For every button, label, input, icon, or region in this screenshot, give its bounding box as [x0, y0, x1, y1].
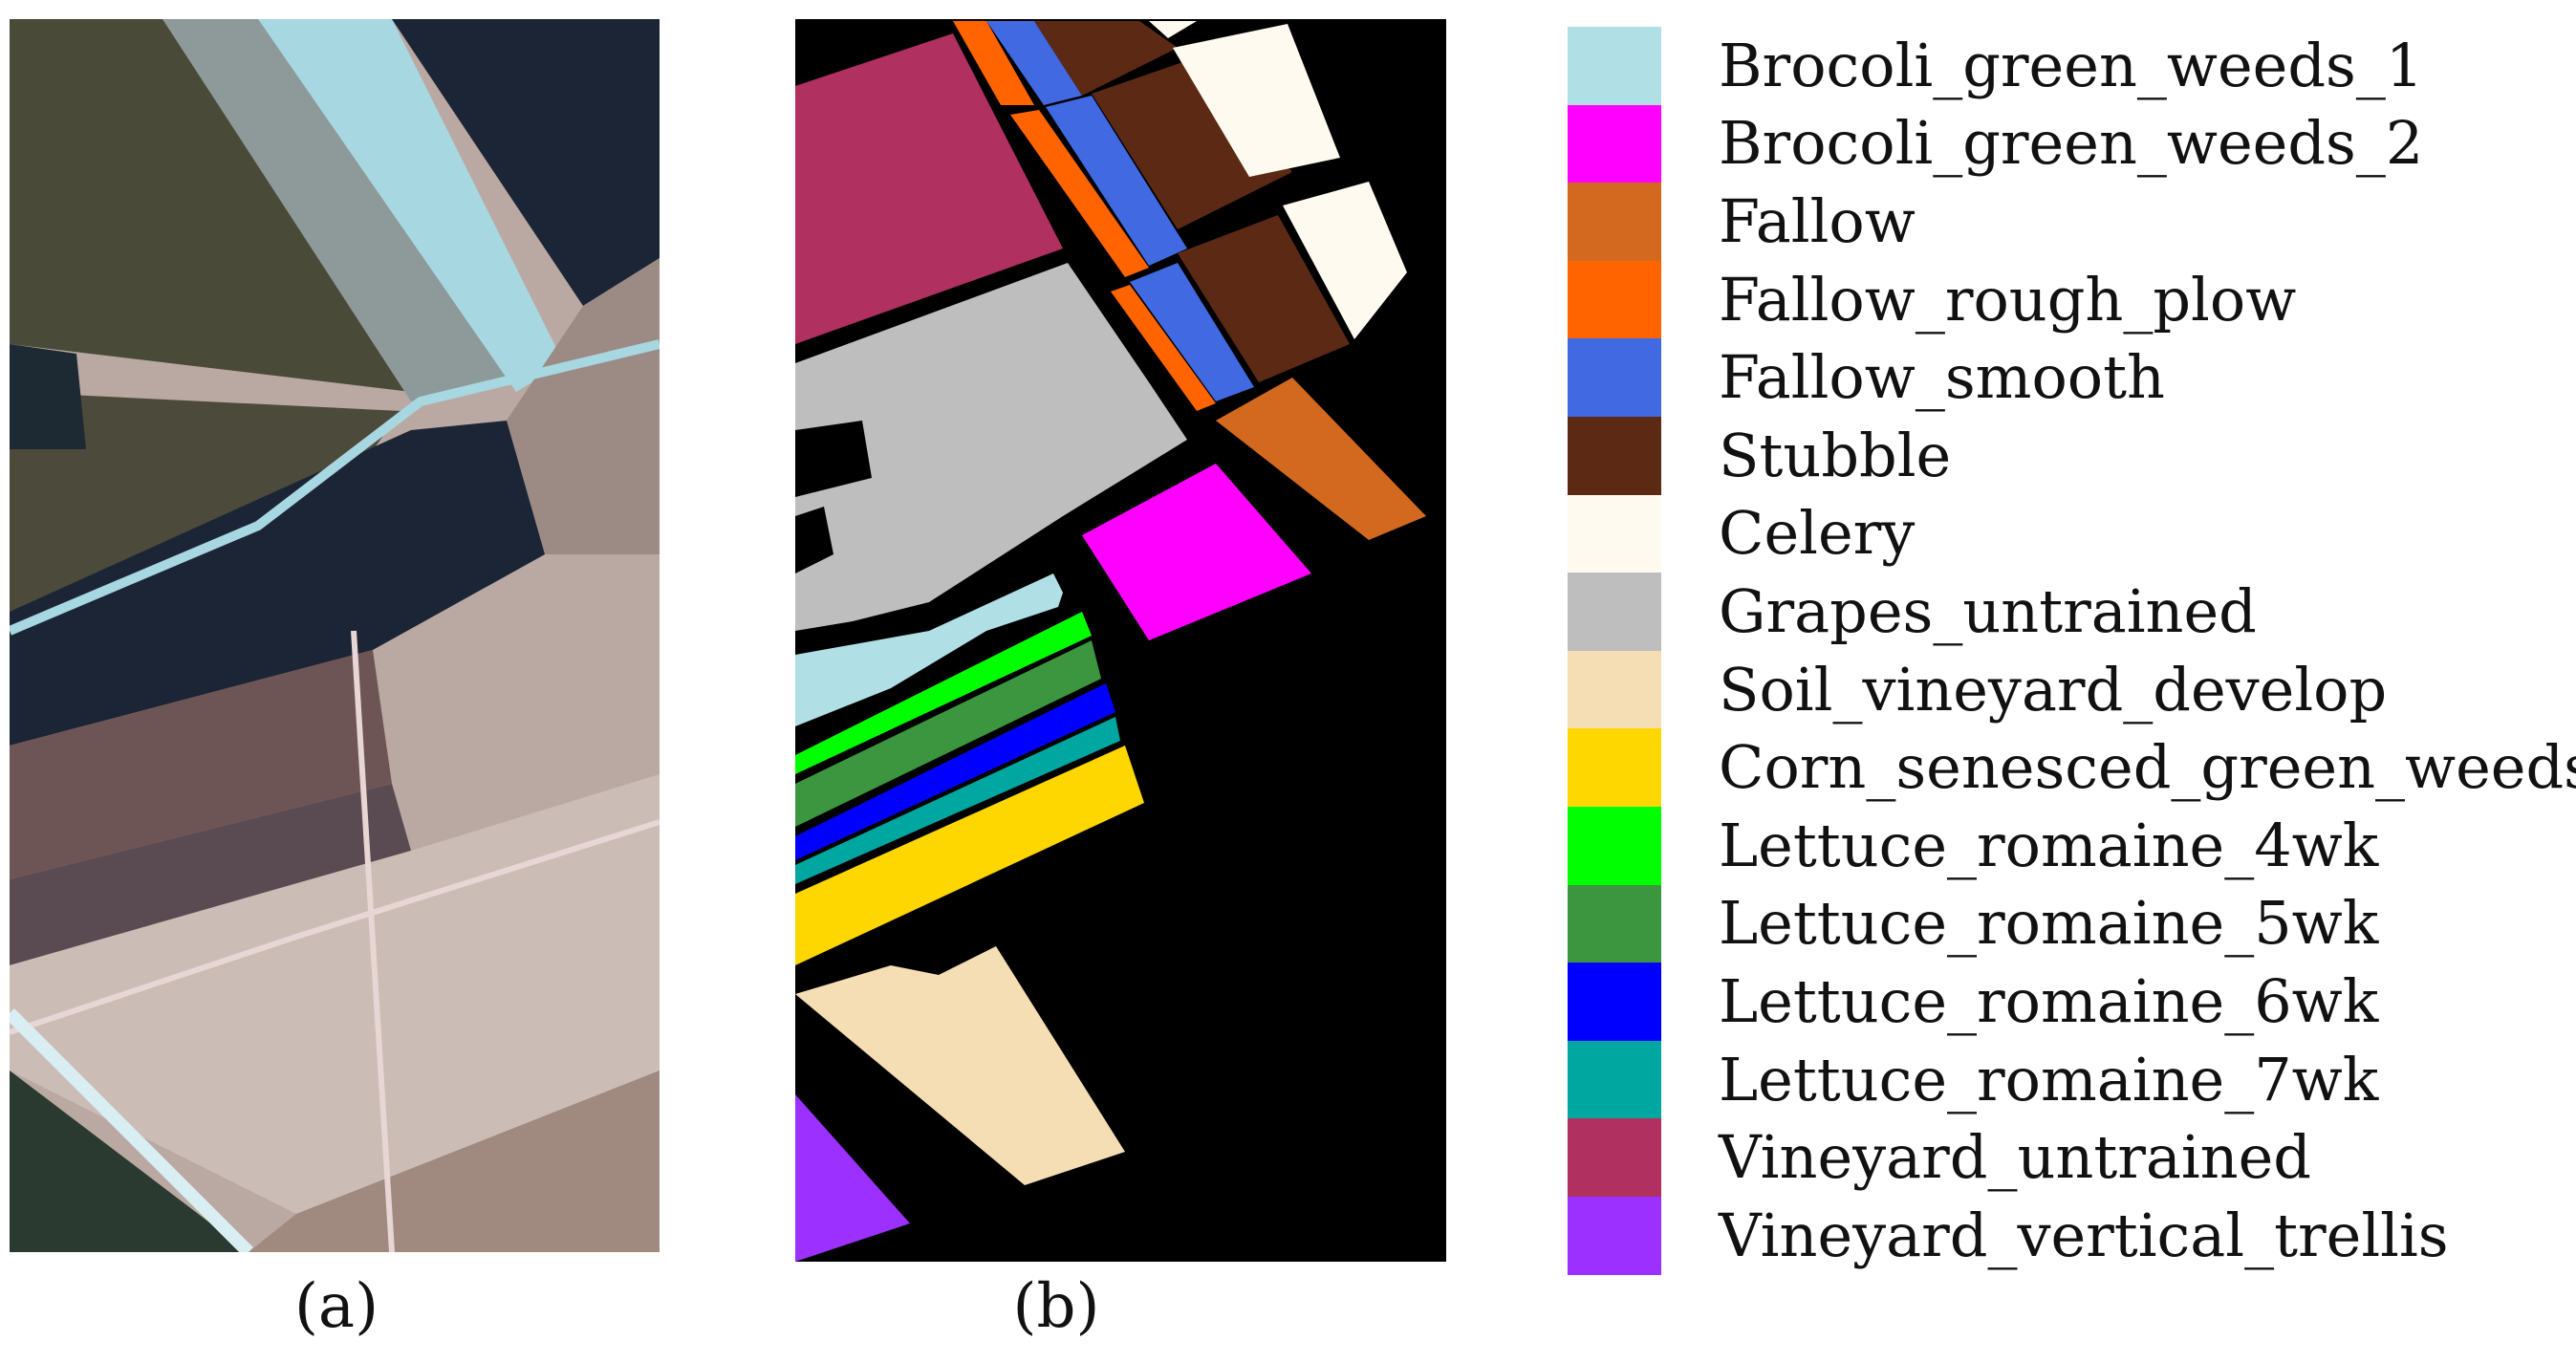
region-vineyard-untrained — [795, 33, 1063, 344]
legend-item: Lettuce_romaine_6wk — [1568, 963, 2576, 1041]
field-tan-right — [507, 258, 660, 554]
legend-swatch — [1568, 104, 1661, 184]
legend-label: Corn_senesced_green_weeds — [1719, 732, 2576, 803]
legend-label: Fallow_smooth — [1719, 342, 2165, 413]
region-fallow-rough-plow-2 — [1010, 110, 1149, 277]
legend-swatch — [1568, 494, 1661, 573]
legend-label: Stubble — [1719, 420, 1952, 490]
legend-item: Lettuce_romaine_5wk — [1568, 884, 2576, 963]
legend-item: Lettuce_romaine_7wk — [1568, 1040, 2576, 1119]
legend-item: Grapes_untrained — [1568, 573, 2576, 651]
legend-item: Lettuce_romaine_4wk — [1568, 806, 2576, 885]
field-dark-bottom-left — [10, 1071, 249, 1252]
region-brocoli-green-weeds-2 — [1082, 464, 1311, 640]
legend-item: Vineyard_untrained — [1568, 1118, 2576, 1197]
legend-swatch — [1568, 884, 1661, 963]
legend-swatch — [1568, 1118, 1661, 1197]
legend-item: Brocoli_green_weeds_1 — [1568, 27, 2576, 105]
gap-grapes-1 — [795, 421, 872, 497]
region-stubble-3 — [1178, 215, 1350, 382]
legend-label: Vineyard_vertical_trellis — [1719, 1200, 2449, 1270]
canal-bottom-left — [10, 1008, 253, 1252]
legend-label: Fallow_rough_plow — [1719, 264, 2297, 335]
legend-item: Fallow_rough_plow — [1568, 260, 2576, 339]
region-lettuce-romaine-5wk — [795, 640, 1101, 827]
region-stubble-2 — [1092, 57, 1292, 229]
legend-item: Vineyard_vertical_trellis — [1568, 1196, 2576, 1275]
region-fallow-smooth-3 — [1130, 263, 1254, 401]
road-vertical — [351, 630, 395, 1252]
legend-label: Lettuce_romaine_6wk — [1719, 965, 2379, 1036]
legend-label: Grapes_untrained — [1719, 575, 2257, 646]
legend-swatch — [1568, 1196, 1661, 1275]
legend-item: Fallow — [1568, 183, 2576, 261]
legend-item: Fallow_smooth — [1568, 338, 2576, 417]
field-navy-middle — [10, 421, 545, 746]
legend-label: Lettuce_romaine_4wk — [1719, 810, 2379, 880]
legend-label: Celery — [1719, 498, 1916, 569]
caption-b: (b) — [1012, 1271, 1100, 1342]
legend-label: Lettuce_romaine_7wk — [1719, 1044, 2379, 1114]
legend-label: Fallow — [1719, 185, 1916, 256]
field-purple-band — [10, 784, 411, 965]
region-fallow-rough-plow-1 — [953, 21, 1034, 105]
ground-truth-map — [795, 19, 1446, 1262]
region-fallow — [1216, 378, 1426, 540]
region-soil-vineyard-develop — [795, 946, 1125, 1185]
road-diagonal — [10, 339, 660, 636]
legend-item: Brocoli_green_weeds_2 — [1568, 104, 2576, 184]
legend-label: Vineyard_untrained — [1719, 1122, 2311, 1193]
field-brown-band — [10, 650, 392, 879]
field-navy-top — [392, 19, 660, 306]
region-corn-senesced-green-weeds — [795, 746, 1144, 965]
legend-swatch — [1568, 573, 1661, 651]
legend-swatch — [1568, 963, 1661, 1041]
field-tan-bottom-right — [249, 1071, 660, 1252]
legend-swatch — [1568, 1040, 1661, 1119]
field-cyan-strip — [258, 19, 564, 392]
legend-swatch — [1568, 338, 1661, 417]
legend-swatch — [1568, 183, 1661, 261]
legend-item: Stubble — [1568, 416, 2576, 495]
region-lettuce-romaine-4wk — [795, 612, 1092, 774]
field-light-lower — [10, 774, 660, 1214]
legend-swatch — [1568, 728, 1661, 807]
legend-swatch — [1568, 416, 1661, 495]
legend-swatch — [1568, 260, 1661, 339]
region-lettuce-romaine-7wk — [795, 717, 1120, 884]
field-dark-lower-left — [10, 392, 401, 612]
region-fallow-rough-plow-3 — [1111, 285, 1216, 411]
region-brocoli-green-weeds-1 — [795, 573, 1063, 726]
region-stubble-1 — [1034, 21, 1178, 96]
road-lower — [10, 819, 660, 1035]
region-grapes-untrained — [795, 263, 1187, 631]
legend-item: Corn_senesced_green_weeds — [1568, 728, 2576, 807]
legend-label: Lettuce_romaine_5wk — [1719, 888, 2379, 959]
region-vineyard-vertical-trellis — [795, 1094, 910, 1262]
legend-item: Celery — [1568, 494, 2576, 573]
legend-label: Soil_vineyard_develop — [1719, 654, 2388, 725]
legend-swatch — [1568, 806, 1661, 885]
legend-swatch — [1568, 650, 1661, 729]
region-celery-2 — [1283, 182, 1407, 339]
field-grey-strip — [162, 19, 516, 401]
caption-a: (a) — [293, 1271, 379, 1342]
region-fallow-smooth-1 — [986, 21, 1082, 105]
field-small-pond — [10, 344, 86, 449]
legend-label: Brocoli_green_weeds_2 — [1719, 108, 2424, 179]
region-celery-1 — [1173, 24, 1340, 177]
legend-swatch — [1568, 27, 1661, 105]
gap-grapes-2 — [795, 507, 833, 573]
legend-label: Brocoli_green_weeds_1 — [1719, 30, 2424, 100]
region-lettuce-romaine-6wk — [795, 683, 1115, 860]
region-celery-top — [1149, 21, 1197, 38]
region-fallow-smooth-2 — [1046, 96, 1187, 266]
legend-item: Soil_vineyard_develop — [1568, 650, 2576, 729]
false-color-image — [10, 19, 660, 1252]
